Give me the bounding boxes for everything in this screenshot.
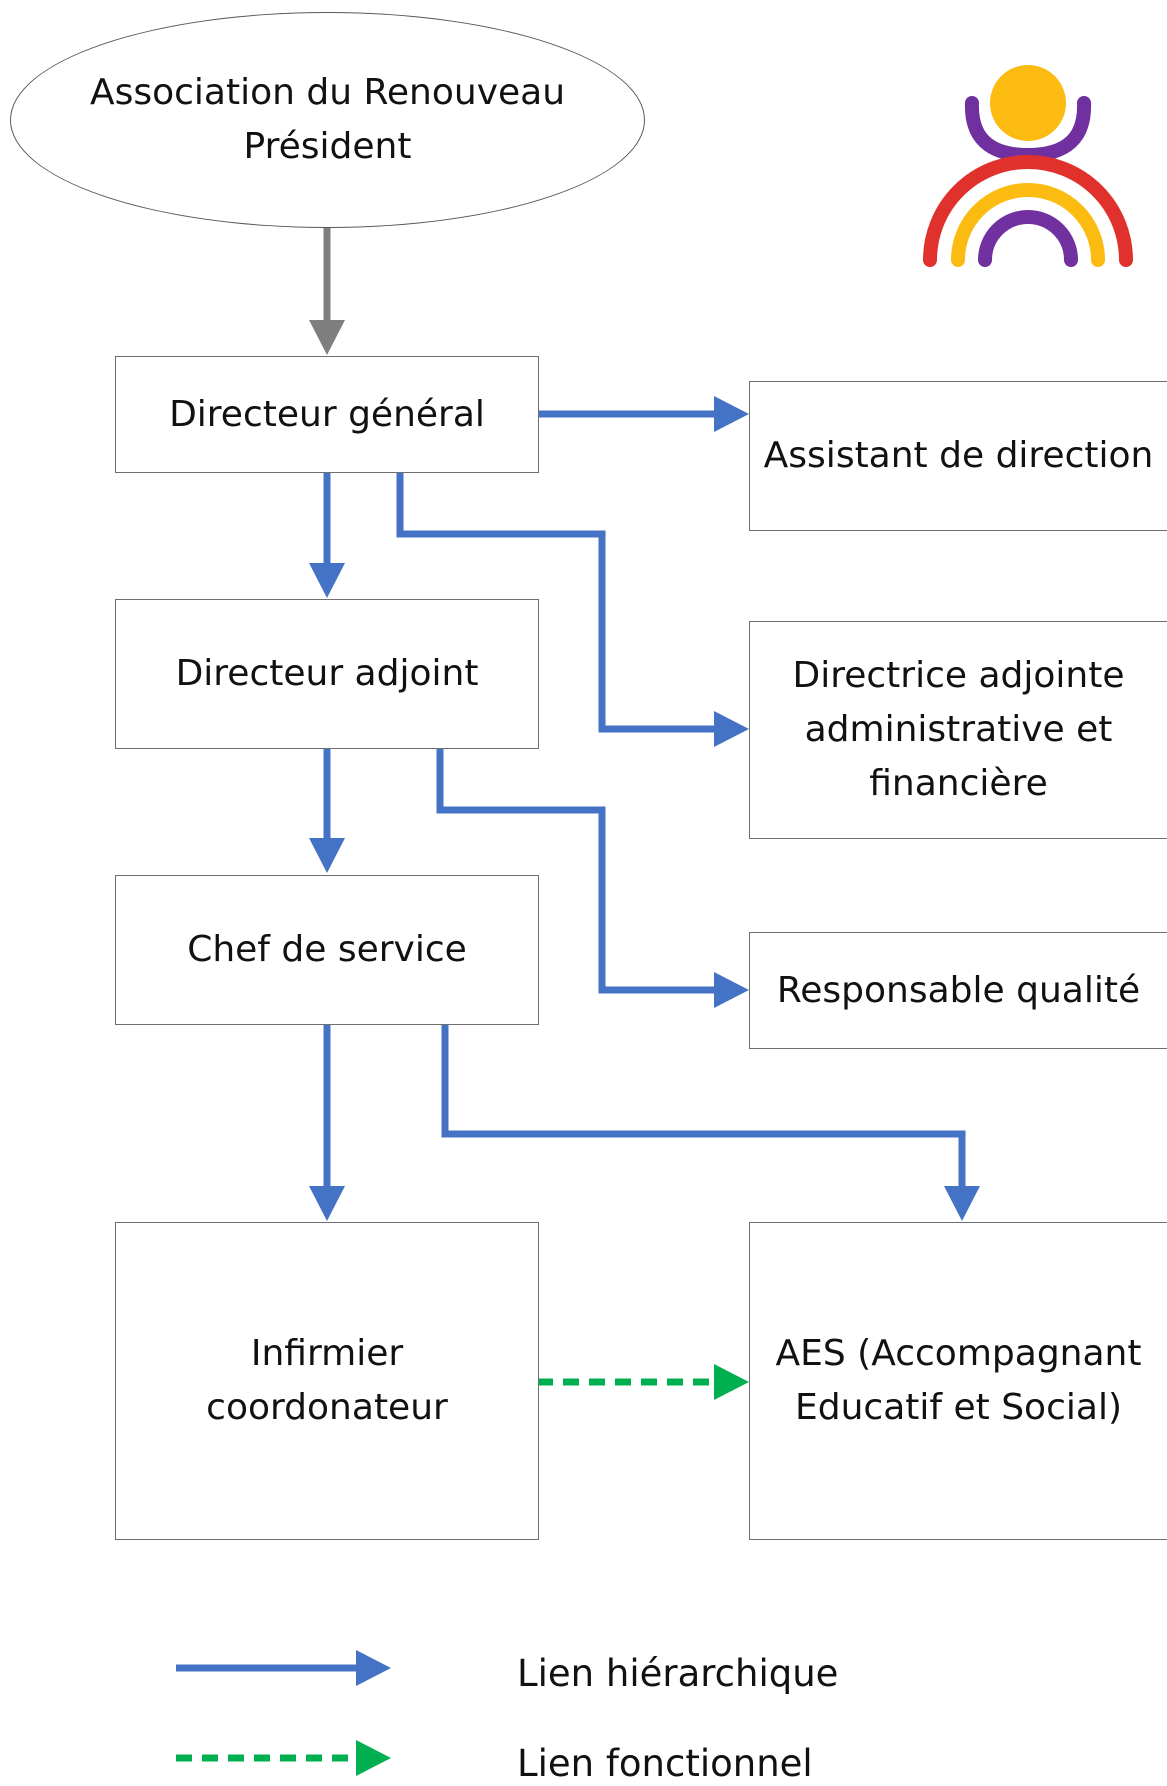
connector-infirmier-aes [537,1364,749,1400]
legend-arrow-fonctionnel [176,1740,391,1776]
node-assistant-direction-label: Assistant de direction [763,435,1154,476]
connector-chef-infirmier [309,1024,345,1221]
connector-dg-adjoint [309,472,345,598]
logo-inner-arc [978,210,1078,267]
legend-label-hierarchique: Lien hiérarchique [517,1652,839,1695]
logo [923,65,1133,267]
node-chef-de-service: Chef de service [115,875,539,1025]
node-directeur-general-label: Directeur général [169,393,485,435]
connector-chef-aes [441,1024,980,1221]
node-directrice-adjointe: Directrice adjointe administrative et fi… [749,621,1167,839]
connector-dg-assistant [537,396,749,432]
node-directeur-general: Directeur général [115,356,539,473]
logo-arms-arc [964,96,1092,163]
node-aes: AES (Accompagnant Educatif et Social) [749,1222,1167,1540]
node-president: Association du Renouveau Président [10,12,645,228]
logo-middle-arc [951,183,1105,267]
legend-arrow-hierarchique [176,1650,391,1686]
node-assistant-direction: Assistant de direction [749,381,1167,531]
connector-adjoint-qualite [436,748,749,1008]
connector-adjoint-chef [309,748,345,873]
node-directeur-adjoint: Directeur adjoint [115,599,539,749]
node-directrice-adjointe-label: Directrice adjointe administrative et fi… [792,655,1125,804]
node-responsable-qualite-label: Responsable qualité [776,969,1141,1011]
node-responsable-qualite: Responsable qualité [749,932,1167,1049]
node-president-label: Association du Renouveau Président [89,72,566,167]
logo-head-circle [990,65,1066,141]
legend-label-fonctionnel: Lien fonctionnel [517,1742,813,1785]
logo-outer-arc [923,155,1133,267]
connector-dg-daf [396,472,749,747]
node-infirmier-coordonateur: Infirmier coordonateur [115,1222,539,1540]
connector-president-dg [309,228,345,355]
node-aes-label: AES (Accompagnant Educatif et Social) [775,1333,1142,1428]
node-directeur-adjoint-label: Directeur adjoint [175,653,479,694]
node-chef-de-service-label: Chef de service [187,929,467,970]
node-infirmier-coordonateur-label: Infirmier coordonateur [206,1333,448,1428]
